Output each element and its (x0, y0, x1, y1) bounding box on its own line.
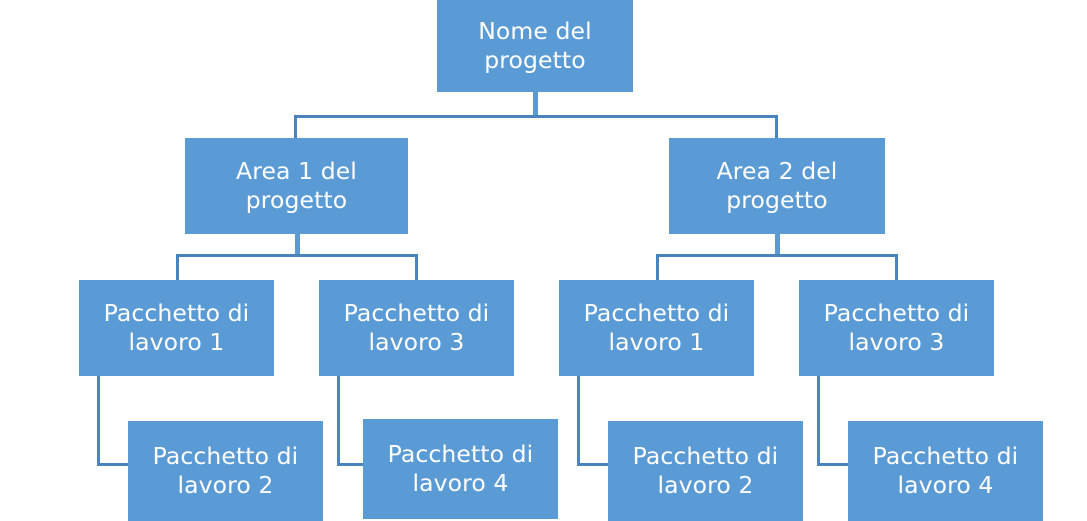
node-wp-a1-4[interactable]: Pacchetto di lavoro 4 (363, 419, 558, 519)
connector-line-horizontal (656, 254, 898, 257)
connector-line-vertical (415, 254, 418, 281)
node-label: Pacchetto di lavoro 1 (103, 299, 250, 356)
node-wp-a1-2[interactable]: Pacchetto di lavoro 2 (128, 421, 323, 521)
connector-line-horizontal (337, 463, 366, 466)
connector-line-vertical (295, 233, 300, 256)
node-label: Area 2 del progetto (716, 157, 838, 214)
connector-line-horizontal (817, 463, 851, 466)
node-label: Pacchetto di lavoro 4 (387, 440, 534, 497)
node-wp-a1-1[interactable]: Pacchetto di lavoro 1 (79, 280, 274, 376)
node-label: Area 1 del progetto (236, 157, 357, 214)
connector-line-vertical (337, 375, 340, 466)
connector-line-vertical (775, 115, 778, 139)
node-label: Pacchetto di lavoro 3 (343, 299, 490, 356)
connector-line-vertical (533, 91, 538, 117)
node-area-1[interactable]: Area 1 del progetto (185, 138, 408, 234)
node-wp-a2-4[interactable]: Pacchetto di lavoro 4 (848, 421, 1043, 521)
connector-line-vertical (97, 375, 100, 466)
node-label: Pacchetto di lavoro 2 (632, 442, 779, 499)
node-label: Pacchetto di lavoro 2 (152, 442, 299, 499)
connector-line-vertical (656, 254, 659, 281)
node-label: Pacchetto di lavoro 1 (583, 299, 730, 356)
node-label: Pacchetto di lavoro 3 (823, 299, 970, 356)
connector-line-vertical (817, 375, 820, 466)
connector-line-horizontal (294, 115, 778, 118)
node-wp-a1-3[interactable]: Pacchetto di lavoro 3 (319, 280, 514, 376)
node-label: Nome del progetto (478, 17, 592, 74)
connector-line-vertical (895, 254, 898, 281)
connector-line-vertical (577, 375, 580, 466)
node-wp-a2-3[interactable]: Pacchetto di lavoro 3 (799, 280, 994, 376)
connector-line-vertical (294, 115, 297, 139)
node-wp-a2-1[interactable]: Pacchetto di lavoro 1 (559, 280, 754, 376)
connector-line-horizontal (577, 463, 611, 466)
connector-line-vertical (176, 254, 179, 281)
node-wp-a2-2[interactable]: Pacchetto di lavoro 2 (608, 421, 803, 521)
connector-line-horizontal (176, 254, 418, 257)
node-area-2[interactable]: Area 2 del progetto (669, 138, 885, 234)
node-label: Pacchetto di lavoro 4 (872, 442, 1019, 499)
connector-line-vertical (775, 233, 780, 256)
connector-line-horizontal (97, 463, 131, 466)
node-root[interactable]: Nome del progetto (437, 0, 633, 92)
